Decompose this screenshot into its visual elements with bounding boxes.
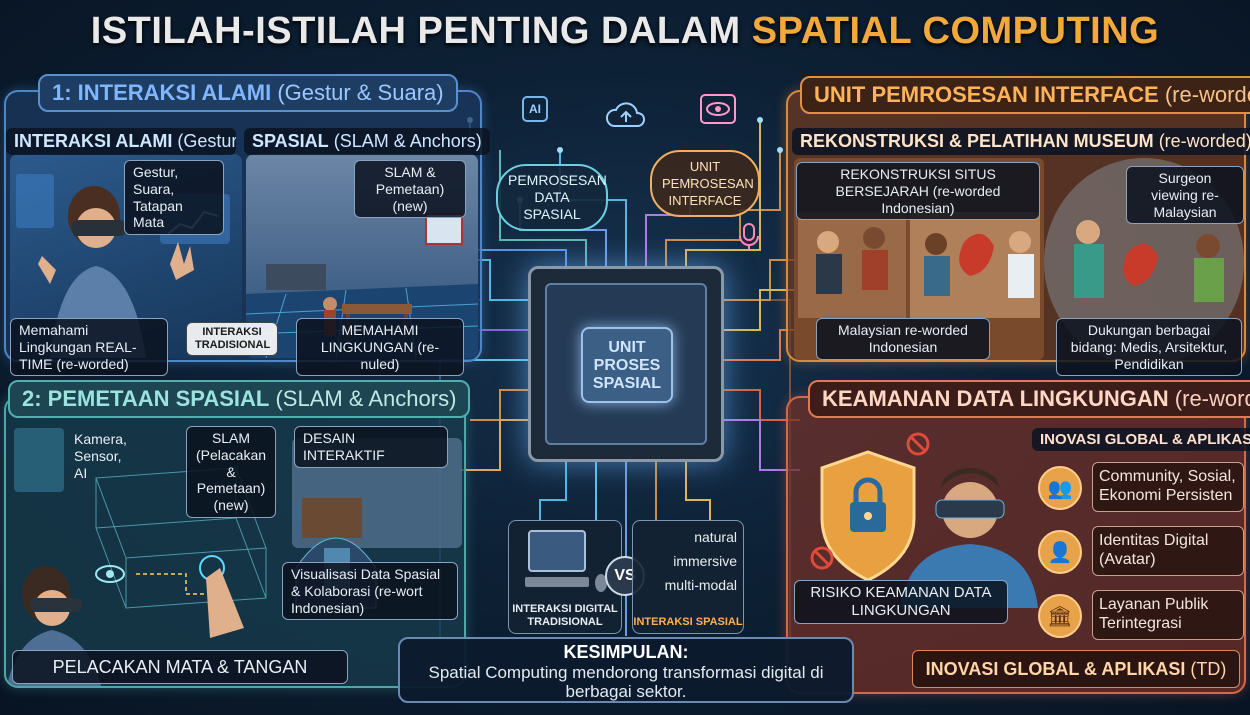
panel1-right-heading: SPASIAL (SLAM & Anchors) <box>244 128 490 155</box>
innovation-heading: INOVASI GLOBAL & APLIKASI <box>1032 428 1250 451</box>
data-visualization-label: Visualisasi Data Spasial & Kolaborasi (r… <box>282 562 458 621</box>
conclusion-box: KESIMPULAN: Spatial Computing mendorong … <box>398 637 854 703</box>
security-risk-label: RISIKO KEAMANAN DATA LINGKUNGAN <box>794 580 1008 624</box>
eye-icon <box>700 94 736 124</box>
interactive-design-label: DESAIN INTERAKTIF <box>294 426 448 468</box>
cloud-upload-icon <box>606 102 645 127</box>
malaysian-label: Malaysian re-worded Indonesian <box>816 318 990 360</box>
spatial-data-processing-label: PEMROSESAN DATA SPASIAL <box>496 164 608 231</box>
panel4-title: KEAMANAN DATA LINGKUNGAN (re-worded) <box>808 380 1250 418</box>
app-item-community-text: Community, Sosial, Ekonomi Persisten <box>1092 462 1244 512</box>
spatial-trait-natural: natural <box>694 529 737 545</box>
panel3-subheading: REKONSTRUKSI & PELATIHAN MUSEUM (re-word… <box>792 128 1250 155</box>
gesture-voice-gaze-label: Gestur, Suara, Tatapan Mata <box>124 160 224 236</box>
multi-field-support-label: Dukungan berbagai bidang: Medis, Arsitek… <box>1056 318 1242 377</box>
app-item-identity-text: Identitas Digital (Avatar) <box>1092 526 1244 576</box>
understand-environment-label: MEMAHAMI LINGKUNGAN (re-nuled) <box>296 318 464 377</box>
spatial-trait-immersive: immersive <box>673 553 737 569</box>
traditional-digital-label: INTERAKSI DIGITAL TRADISIONAL <box>512 603 618 628</box>
traditional-interaction-label: INTERAKSI TRADISIONAL <box>186 322 278 357</box>
eye-hand-tracking-label: PELACAKAN MATA & TANGAN <box>12 650 348 684</box>
conclusion-body: Spatial Computing mendorong transformasi… <box>428 663 824 701</box>
camera-sensor-ai-label: Kamera, Sensor, AI <box>74 431 127 481</box>
realtime-environment-label: Memahami Lingkungan REAL-TIME (re-worded… <box>10 318 168 377</box>
panel3-title: UNIT PEMROSESAN INTERFACE (re-worded) <box>800 76 1250 114</box>
chip-core-label: UNIT PROSES SPASIAL <box>581 327 673 403</box>
spatial-trait-multimodal: multi-modal <box>664 577 737 593</box>
panel1-left-heading: INTERAKSI ALAMI (Gestur & <box>6 128 236 155</box>
surgeon-viewing-label: Surgeon viewing re-Malaysian <box>1126 166 1244 225</box>
computer-icon <box>525 530 607 592</box>
page-title: ISTILAH-ISTILAH PENTING DALAM SPATIAL CO… <box>90 10 1160 52</box>
microphone-icon <box>739 223 759 250</box>
app-item-public-service-text: Layanan Publik Terintegrasi <box>1092 590 1244 640</box>
avatar-icon: 👤 <box>1038 530 1082 574</box>
spatial-processing-chip: UNIT PROSES SPASIAL <box>528 266 724 462</box>
slam-tracking-label: SLAM (Pelacakan & Pemetaan) (new) <box>186 426 276 518</box>
app-item-community: 👥 Community, Sosial, Ekonomi Persisten <box>1038 462 1244 512</box>
app-item-public-service: 🏛 Layanan Publik Terintegrasi <box>1038 590 1244 640</box>
interface-processing-cloud: UNIT PEMROSESAN INTERFACE <box>650 150 760 217</box>
historic-site-label: REKONSTRUKSI SITUS BERSEJARAH (re-worded… <box>796 162 1040 221</box>
panel1-title: 1: INTERAKSI ALAMI (Gestur & Suara) <box>38 74 458 112</box>
traditional-digital-box: INTERAKSI DIGITAL TRADISIONAL <box>508 520 622 634</box>
people-icon: 👥 <box>1038 466 1082 510</box>
conclusion-title: KESIMPULAN: <box>563 642 689 662</box>
slam-mapping-label: SLAM & Pemetaan) (new) <box>354 160 466 219</box>
innovation-footer: INOVASI GLOBAL & APLIKASI (TD) <box>912 650 1240 688</box>
building-icon: 🏛 <box>1038 594 1082 638</box>
panel2-title: 2: PEMETAAN SPASIAL (SLAM & Anchors) <box>8 380 471 418</box>
spatial-interaction-box: natural immersive multi-modal INTERAKSI … <box>632 520 744 634</box>
app-item-identity: 👤 Identitas Digital (Avatar) <box>1038 526 1244 576</box>
ai-chip-icon: AI <box>522 96 548 122</box>
spatial-interaction-label: INTERAKSI SPASIAL <box>633 616 743 628</box>
